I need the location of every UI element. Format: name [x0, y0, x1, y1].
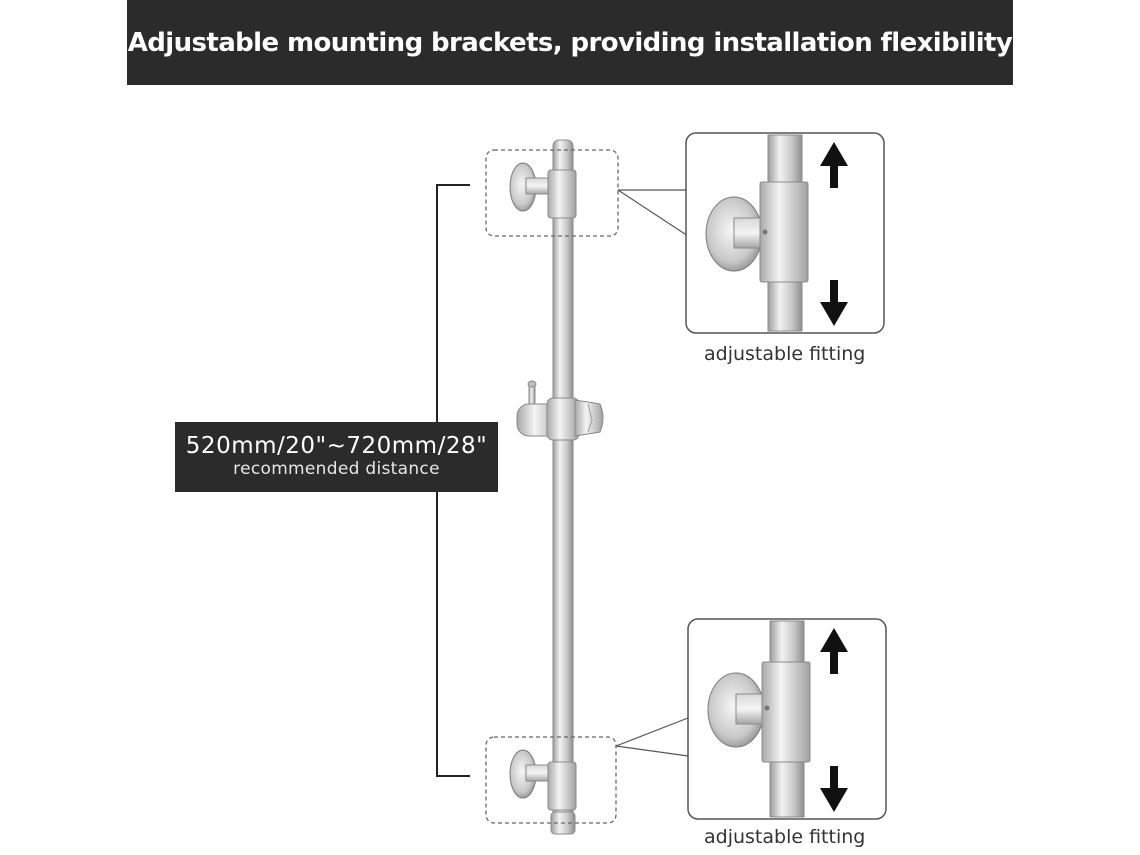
bottom-highlight-frame	[485, 717, 689, 824]
slide-rod	[550, 139, 576, 835]
arrow-up-icon	[820, 142, 848, 188]
bottom-detail-panel	[687, 618, 887, 820]
top-wall-bracket	[509, 162, 577, 219]
top-detail-panel	[685, 132, 885, 334]
top-detail-caption: adjustable fitting	[704, 343, 866, 365]
arrow-down-icon	[820, 280, 848, 326]
arrow-down-icon	[820, 766, 848, 812]
title-banner: Adjustable mounting brackets, providing …	[127, 0, 1013, 85]
page-title: Adjustable mounting brackets, providing …	[127, 27, 1013, 58]
arrow-up-icon	[820, 628, 848, 674]
bottom-wall-bracket	[509, 749, 577, 811]
recommended-distance-label: 520mm/20"~720mm/28" recommended distance	[175, 422, 498, 492]
bottom-detail-caption: adjustable fitting	[704, 826, 866, 848]
distance-value: 520mm/20"~720mm/28"	[185, 433, 488, 459]
shower-holder	[516, 380, 604, 441]
top-highlight-frame	[485, 149, 689, 237]
distance-caption: recommended distance	[233, 459, 440, 479]
